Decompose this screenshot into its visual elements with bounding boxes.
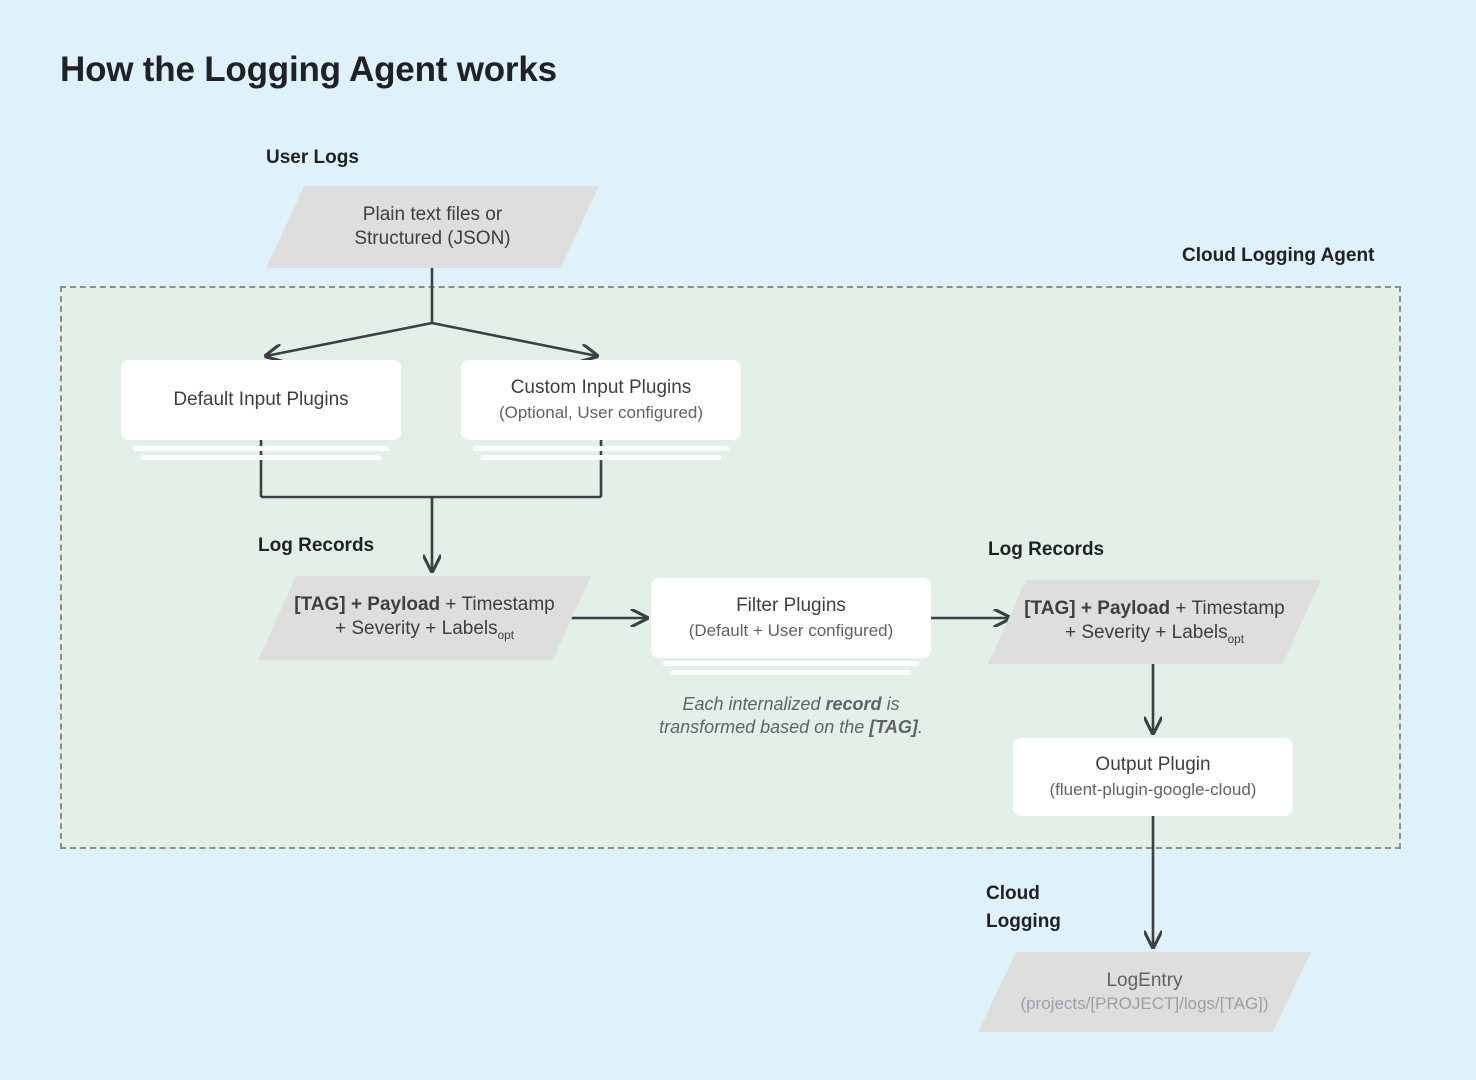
node-log-entry[interactable]: LogEntry (projects/[PROJECT]/logs/[TAG]) bbox=[978, 952, 1311, 1032]
node-custom-input-plugins[interactable]: Custom Input Plugins (Optional, User con… bbox=[461, 360, 741, 440]
card-stack-sheet-default-1 bbox=[133, 446, 389, 451]
node-log-entry-title: LogEntry bbox=[1106, 969, 1183, 991]
card-stack-sheet-custom-2 bbox=[481, 455, 721, 460]
node-user-logs-line1: Plain text files or bbox=[362, 203, 503, 225]
label-cloud-logging-line2: Logging bbox=[986, 910, 1061, 932]
node-log-record-right[interactable]: [TAG] + Payload + Timestamp + Severity +… bbox=[988, 580, 1321, 664]
node-output-plugin[interactable]: Output Plugin (fluent-plugin-google-clou… bbox=[1013, 738, 1293, 816]
node-log-entry-subtitle: (projects/[PROJECT]/logs/[TAG]) bbox=[1020, 994, 1269, 1014]
node-default-input-plugins-title: Default Input Plugins bbox=[173, 388, 349, 410]
node-log-record-right-line1: [TAG] + Payload + Timestamp bbox=[1024, 597, 1285, 619]
node-custom-input-plugins-subtitle: (Optional, User configured) bbox=[498, 403, 704, 423]
label-user-logs: User Logs bbox=[266, 147, 359, 168]
label-cloud-logging: Cloud Logging bbox=[986, 880, 1061, 935]
node-log-record-right-line2: + Severity + Labelsopt bbox=[1064, 622, 1244, 647]
label-log-records-right: Log Records bbox=[988, 539, 1105, 560]
page-title: How the Logging Agent works bbox=[60, 50, 557, 89]
node-output-plugin-title: Output Plugin bbox=[1095, 753, 1211, 775]
node-filter-plugins-title: Filter Plugins bbox=[736, 594, 846, 616]
node-log-record-left[interactable]: [TAG] + Payload + Timestamp + Severity +… bbox=[258, 576, 591, 660]
node-filter-plugins-subtitle: (Default + User configured) bbox=[688, 621, 894, 641]
card-stack-sheet-custom-1 bbox=[473, 446, 729, 451]
label-cloud-logging-line1: Cloud bbox=[986, 883, 1040, 904]
label-cloud-logging-agent: Cloud Logging Agent bbox=[1182, 245, 1375, 266]
card-stack-sheet-filter-2 bbox=[671, 670, 911, 675]
node-filter-plugins[interactable]: Filter Plugins (Default + User configure… bbox=[651, 578, 931, 658]
node-user-logs-line2: Structured (JSON) bbox=[354, 228, 511, 249]
node-log-record-left-line2: + Severity + Labelsopt bbox=[334, 618, 514, 643]
node-log-record-left-line1: [TAG] + Payload + Timestamp bbox=[294, 593, 555, 615]
node-custom-input-plugins-title: Custom Input Plugins bbox=[510, 376, 692, 398]
node-user-logs-source[interactable]: Plain text files or Structured (JSON) bbox=[266, 186, 599, 268]
card-stack-sheet-default-2 bbox=[141, 455, 381, 460]
node-default-input-plugins[interactable]: Default Input Plugins bbox=[121, 360, 401, 440]
label-log-records-left: Log Records bbox=[258, 535, 375, 556]
card-stack-sheet-filter-1 bbox=[663, 661, 919, 666]
node-output-plugin-subtitle: (fluent-plugin-google-cloud) bbox=[1049, 780, 1257, 800]
